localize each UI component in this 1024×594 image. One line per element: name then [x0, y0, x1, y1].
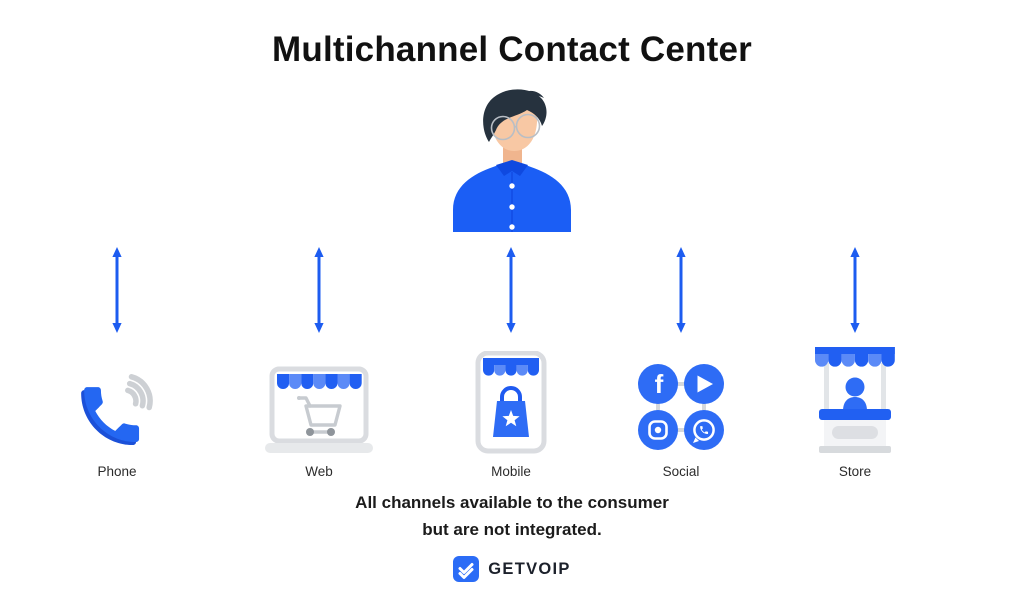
channel-social: f [606, 247, 756, 479]
bidirectional-arrow-icon [112, 247, 122, 333]
caption-line-2: but are not integrated. [422, 520, 602, 540]
bidirectional-arrow-icon [314, 247, 324, 333]
channel-phone: Phone [42, 247, 192, 479]
whatsapp-icon [684, 410, 724, 450]
page-title: Multichannel Contact Center [272, 30, 752, 69]
channel-label-phone: Phone [97, 464, 137, 479]
svg-text:f: f [655, 369, 664, 399]
consumer-illustration [437, 86, 587, 232]
double-check-icon [453, 556, 480, 582]
social-networks-icon: f [638, 364, 724, 450]
instagram-icon [638, 410, 678, 450]
store-kiosk-icon [815, 347, 895, 453]
channel-store: Store [780, 247, 930, 479]
bidirectional-arrow-icon [676, 247, 686, 333]
brand-name: GETVOIP [488, 559, 571, 578]
caption-line-1: All channels available to the consumer [355, 493, 669, 512]
brand-logo: GETVOIP [0, 556, 1024, 582]
youtube-play-icon [684, 364, 724, 404]
laptop-storefront-icon [265, 366, 373, 453]
person-icon [453, 89, 571, 232]
channel-label-mobile: Mobile [491, 464, 531, 479]
bidirectional-arrow-icon [506, 247, 516, 333]
bidirectional-arrow-icon [850, 247, 860, 333]
mobile-storefront-icon [475, 351, 547, 454]
channel-mobile: Mobile [436, 247, 586, 479]
facebook-icon: f [638, 364, 678, 404]
channel-label-store: Store [838, 464, 872, 479]
channel-label-social: Social [662, 464, 700, 479]
channel-web: Web [244, 247, 394, 479]
phone-handset-icon [81, 374, 153, 446]
caption: All channels available to the consumer b… [0, 489, 1024, 543]
channel-label-web: Web [305, 464, 333, 479]
